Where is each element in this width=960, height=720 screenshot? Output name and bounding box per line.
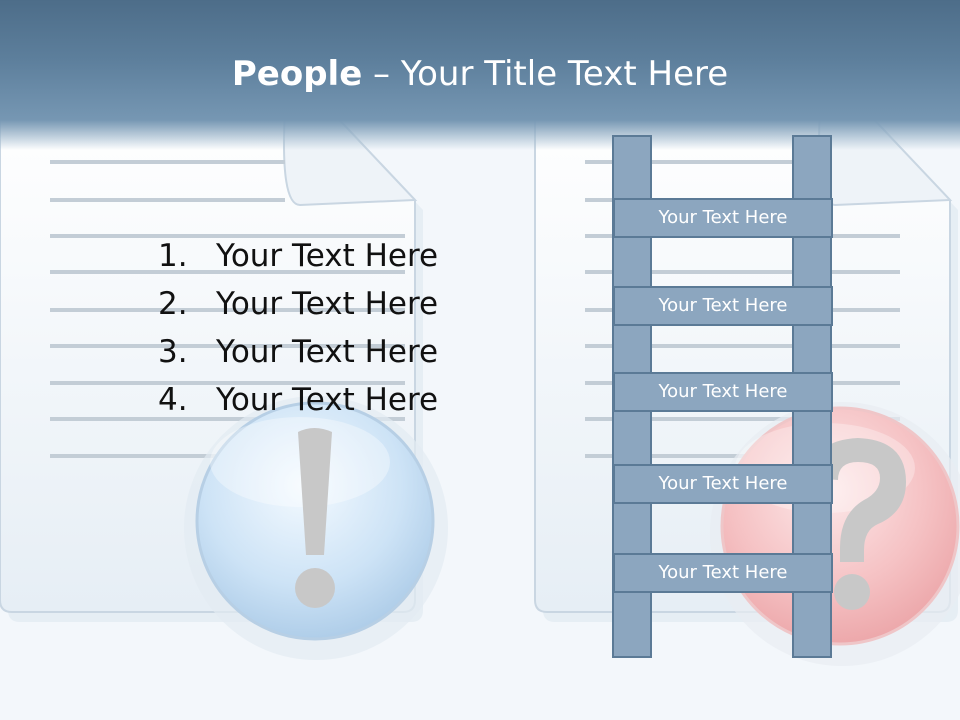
ladder-rung: Your Text Here [613,286,833,326]
list-item: 1. Your Text Here [158,232,438,280]
numbered-list: 1. Your Text Here 2. Your Text Here 3. Your… [158,232,438,424]
list-number: 4. [158,382,188,418]
list-number: 2. [158,286,188,322]
list-text: Your Text Here [216,334,439,370]
ladder-rung: Your Text Here [613,464,833,504]
ladder-rung: Your Text Here [613,553,833,593]
list-text: Your Text Here [216,286,439,322]
list-item: 3. Your Text Here [158,328,438,376]
ladder-rung: Your Text Here [613,372,833,412]
list-item: 4. Your Text Here [158,376,438,424]
list-number: 1. [158,238,188,274]
exclamation-icon [184,396,448,660]
list-item: 2. Your Text Here [158,280,438,328]
title-rest: – Your Title Text Here [362,54,729,94]
list-number: 3. [158,334,188,370]
list-text: Your Text Here [216,382,439,418]
list-text: Your Text Here [216,238,439,274]
slide-title: People – Your Title Text Here [0,52,960,96]
ladder-rung: Your Text Here [613,198,833,238]
title-bold: People [231,54,363,94]
title-bar [0,0,960,150]
